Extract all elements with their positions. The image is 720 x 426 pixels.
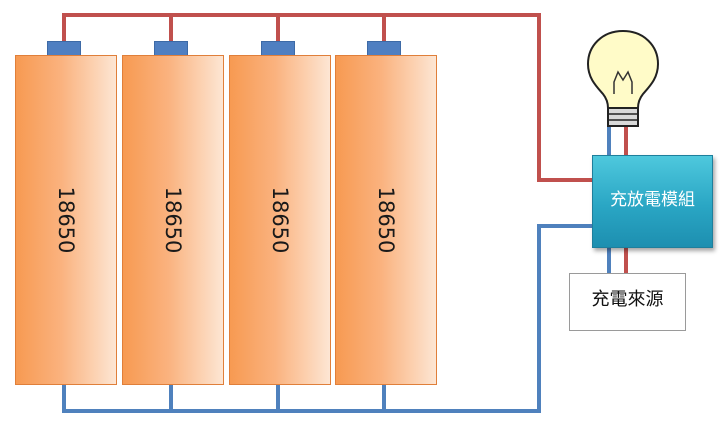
light-bulb-icon: [586, 29, 660, 127]
battery-terminal-2: [154, 41, 188, 56]
positive-bus-wire: [62, 13, 594, 182]
battery-terminal-4: [367, 41, 401, 56]
charger-label: 充電來源: [591, 289, 664, 310]
battery-label: 18650: [54, 186, 78, 254]
battery-label: 18650: [161, 186, 185, 254]
battery-cell-4: 18650: [335, 55, 437, 385]
negative-bus-wire: [62, 224, 594, 413]
battery-terminal-3: [261, 41, 295, 56]
module-label: 充放電模組: [610, 190, 695, 210]
battery-cell-3: 18650: [229, 55, 331, 385]
charge-discharge-module: 充放電模組: [592, 155, 713, 248]
battery-cell-2: 18650: [122, 55, 224, 385]
battery-label: 18650: [374, 186, 398, 254]
battery-label: 18650: [268, 186, 292, 254]
battery-terminal-1: [47, 41, 81, 56]
charging-source-box: 充電來源: [569, 273, 686, 331]
battery-cell-1: 18650: [15, 55, 117, 385]
